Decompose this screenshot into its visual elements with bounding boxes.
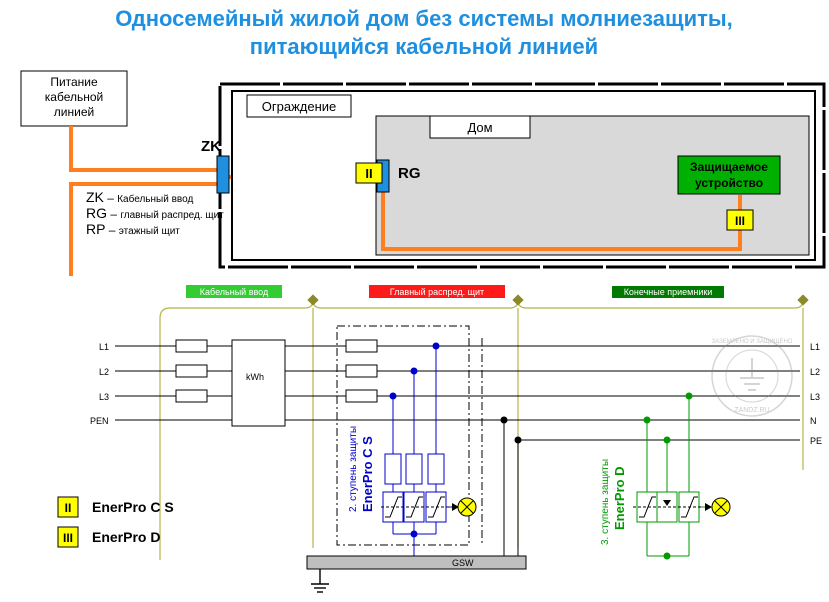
- legend-product-iii: EnerPro D: [92, 529, 160, 545]
- pe-node: [514, 436, 522, 444]
- line-right-l2: L2: [810, 367, 820, 377]
- fence-label: Ограждение: [262, 99, 337, 114]
- badge-ii-top: [355, 162, 383, 184]
- legend-product-ii: EnerPro C S: [92, 499, 174, 515]
- badge-iii-top-label: III: [735, 214, 745, 228]
- gsw-bar: [306, 555, 527, 570]
- house-label-box: [429, 115, 531, 139]
- section-cable-entry: Кабельный ввод: [200, 287, 269, 297]
- title-line2: питающийся кабельной линией: [250, 34, 598, 59]
- house-label: Дом: [467, 120, 492, 135]
- stage3-lamp-cross: [714, 500, 728, 514]
- line-left-pen: PEN: [90, 416, 109, 426]
- line-left-l3: L3: [99, 392, 109, 402]
- supply-cable: [69, 126, 217, 172]
- stage3-nodes: [643, 392, 693, 560]
- gsw-label: GSW: [452, 558, 474, 568]
- kwh-meter: [231, 339, 286, 427]
- legend-zk-dash: –: [104, 191, 117, 205]
- stage2-circuit: [382, 346, 458, 560]
- line-right-n: N: [810, 416, 817, 426]
- supply-label-line3: линией: [54, 105, 94, 119]
- watermark-bottom: ZANDZ.RU: [734, 407, 769, 414]
- legend-rp: RP – этажный щит: [86, 221, 180, 237]
- legend-zk-text: Кабельный ввод: [117, 193, 193, 205]
- watermark-top: ЗАЗЕМЛЕНО И ЗАЩИЩЕНО: [712, 339, 793, 345]
- section-cable-entry-bg: [186, 285, 282, 298]
- rg-to-device-cable-visible: [381, 192, 742, 251]
- line-right-pe: PE: [810, 436, 822, 446]
- entry-fuses: [175, 339, 208, 403]
- badge-iii-top: [726, 209, 754, 231]
- branch-cable: [69, 182, 217, 276]
- legend-badge-ii-label: II: [65, 501, 72, 515]
- legend-badge-iii: [57, 526, 79, 548]
- supply-box: [20, 70, 128, 127]
- kwh-meter-label: kWh: [246, 372, 264, 382]
- legend-rp-abbr: RP: [86, 221, 105, 237]
- legend-rg-abbr: RG: [86, 205, 107, 221]
- zone-markers: [307, 294, 809, 306]
- stage2-arrow: [452, 503, 459, 511]
- fence-label-box: [246, 94, 352, 118]
- section-main-board: Главный распред. щит: [390, 287, 484, 297]
- stage2-product: EnerPro C S: [360, 436, 375, 512]
- stage3-caption: 3. ступень защиты: [600, 459, 611, 545]
- line-left-l2: L2: [99, 367, 109, 377]
- legend-badge-iii-label: III: [63, 531, 73, 545]
- protected-label-line1: Защищаемое: [690, 160, 768, 174]
- badge-ii-top-label: II: [365, 166, 372, 181]
- zk-label: ZK: [201, 138, 221, 155]
- rg-label: RG: [398, 165, 421, 182]
- legend-badge-ii: [57, 496, 79, 518]
- legend-rg-dash: –: [107, 207, 120, 221]
- legend-zk-abbr: ZK: [86, 189, 105, 205]
- section-end-receivers: Конечные приемники: [624, 287, 713, 297]
- main-board-box: [336, 325, 470, 546]
- stage3-arrow: [705, 503, 712, 511]
- ground-icon: [311, 569, 329, 593]
- protected-label-line2: устройство: [695, 176, 763, 190]
- legend-rg: RG – главный распред. щит: [86, 205, 224, 221]
- supply-label-line1: Питание: [50, 75, 98, 89]
- legend-rg-text: главный распред. щит: [120, 210, 224, 221]
- board-fuses: [345, 339, 378, 403]
- legend-zk: ZK – Кабельный ввод: [86, 189, 193, 205]
- supply-label-line2: кабельной: [45, 90, 103, 104]
- stage3-circuit: [636, 396, 710, 557]
- legend-rp-text: этажный щит: [119, 226, 180, 237]
- stage3-varistor-marks: [633, 496, 703, 518]
- line-right-l1: L1: [810, 342, 820, 352]
- stage2-caption: 2. ступень защиты: [348, 426, 359, 512]
- pen-node: [500, 416, 508, 424]
- legend-rp-dash: –: [105, 223, 118, 237]
- stage2-varistor-marks: [381, 496, 449, 518]
- stage3-gas-tube: [663, 500, 671, 506]
- title-line1: Односемейный жилой дом без системы молни…: [115, 6, 733, 31]
- section-main-board-bg: [369, 285, 505, 298]
- watermark-seal: ЗАЗЕМЛЕНО И ЗАЩИЩЕНО ZANDZ.RU: [711, 335, 793, 417]
- bus-lines: [115, 345, 800, 441]
- zk-device: [216, 155, 230, 194]
- abbreviation-legend: ZK – Кабельный ввод RG – главный распред…: [86, 189, 224, 237]
- line-right-l3: L3: [810, 392, 820, 402]
- protected-device: [677, 155, 781, 195]
- section-end-receivers-bg: [612, 286, 724, 298]
- stage3-product: EnerPro D: [612, 466, 627, 530]
- line-left-l1: L1: [99, 342, 109, 352]
- stage2-lamp-cross: [460, 500, 474, 514]
